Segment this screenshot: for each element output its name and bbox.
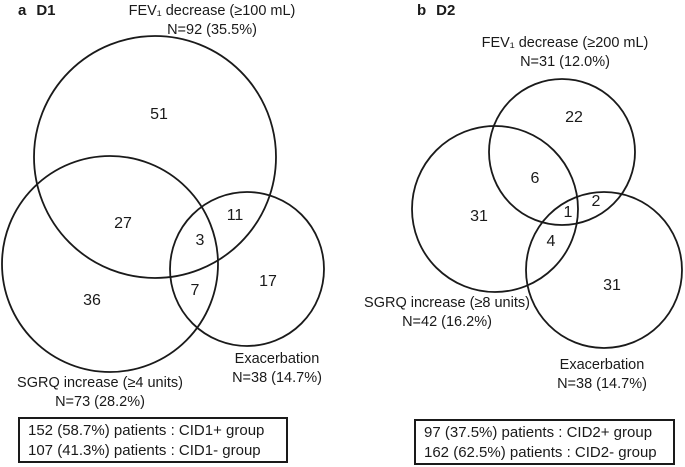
panel-d1-letter: a (18, 2, 27, 19)
d1-count-fev-exac: 11 (226, 207, 244, 224)
d1-sgrq-increase-label-line-1: SGRQ increase (≥4 units) (17, 375, 183, 391)
d1-count-exac-only: 17 (259, 273, 277, 290)
d1-sgrq-increase-label-line-2: N=73 (28.2%) (55, 394, 145, 410)
d1-count-sgrq-exac: 7 (190, 282, 200, 299)
panel-d2-title: D2 (436, 2, 456, 19)
d2-exacerbation-circle (525, 191, 683, 349)
d2-count-sgrq-only: 31 (470, 208, 488, 225)
d2-sgrq-increase-label-line-2: N=42 (16.2%) (402, 314, 492, 330)
d2-summary-line-2: 162 (62.5%) patients : CID2- group (424, 443, 657, 461)
panel-d2-label: b D2 (417, 3, 455, 18)
d1-fev1-decrease-label-line-1: FEV₁ decrease (≥100 mL) (128, 3, 296, 19)
d2-count-exac-only: 31 (603, 277, 621, 294)
d1-count-sgrq-only: 36 (83, 292, 101, 309)
panel-d1-title: D1 (36, 2, 56, 19)
d2-exacerbation-label-line-2: N=38 (14.7%) (557, 376, 647, 392)
d2-count-fev-sgrq: 6 (530, 170, 540, 187)
d2-summary-line-1: 97 (37.5%) patients : CID2+ group (424, 424, 653, 441)
d1-count-fev-only: 51 (150, 106, 168, 123)
d1-sgrq-increase-circle (1, 155, 219, 373)
d1-sgrq-increase-label: SGRQ increase (≥4 units) N=73 (28.2%) (17, 374, 183, 412)
panel-d1-label: a D1 (18, 3, 56, 18)
d1-exacerbation-label-line-1: Exacerbation (234, 351, 320, 367)
d1-exacerbation-label-line-2: N=38 (14.7%) (232, 370, 322, 386)
d2-count-sgrq-exac: 4 (546, 233, 556, 250)
d2-fev1-decrease-circle (488, 78, 636, 226)
d1-fev1-decrease-circle (33, 35, 277, 279)
d2-fev1-decrease-label-line-1: FEV₁ decrease (≥200 mL) (481, 35, 649, 51)
d2-sgrq-increase-label-line-1: SGRQ increase (≥8 units) (364, 295, 530, 311)
d1-count-fev-sgrq-exac: 3 (195, 232, 205, 249)
d2-fev1-decrease-label-line-2: N=31 (12.0%) (520, 54, 610, 70)
d1-count-fev-sgrq: 27 (114, 215, 132, 232)
d1-fev1-decrease-label: FEV₁ decrease (≥100 mL) N=92 (35.5%) (129, 2, 296, 40)
d1-exacerbation-circle (169, 191, 325, 347)
d2-count-fev-only: 22 (565, 109, 583, 126)
d2-exacerbation-label-line-1: Exacerbation (559, 357, 645, 373)
panel-d2-letter: b (417, 2, 427, 19)
d2-count-fev-exac: 2 (591, 193, 601, 210)
d1-summary-box: 152 (58.7%) patients : CID1+ group 107 (4… (18, 417, 288, 463)
d1-summary-line-1: 152 (58.7%) patients : CID1+ group (28, 422, 265, 439)
d1-fev1-decrease-label-line-2: N=92 (35.5%) (167, 22, 257, 38)
d2-fev1-decrease-label: FEV₁ decrease (≥200 mL) N=31 (12.0%) (482, 34, 649, 72)
d1-summary-line-2: 107 (41.3%) patients : CID1- group (28, 441, 261, 459)
d2-sgrq-increase-label: SGRQ increase (≥8 units) N=42 (16.2%) (364, 294, 530, 332)
d2-count-fev-sgrq-exac: 1 (563, 204, 573, 221)
d2-sgrq-increase-circle (411, 125, 579, 293)
d2-summary-box: 97 (37.5%) patients : CID2+ group 162 (62… (414, 419, 675, 465)
